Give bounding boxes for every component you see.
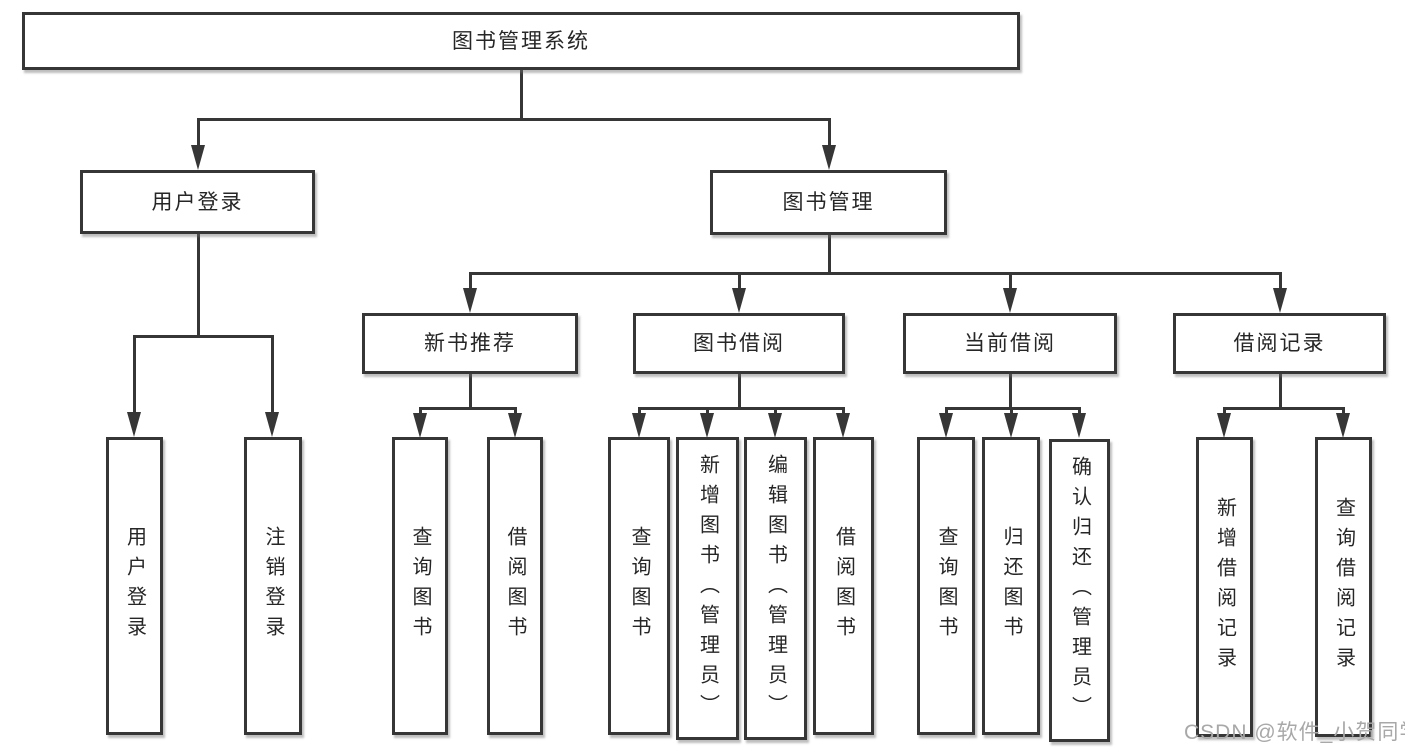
- connector-hline: [1223, 407, 1345, 410]
- connector-vline: [738, 373, 741, 407]
- leaf-logout-label: 注销登录: [262, 526, 284, 646]
- arrowhead-icon: [1072, 413, 1086, 438]
- arrowhead-icon: [1004, 413, 1018, 438]
- leaf-query-books-recommend: 查询图书: [392, 437, 448, 735]
- arrowhead-icon: [939, 413, 953, 438]
- connector-arrow-stem: [1078, 407, 1081, 415]
- arrowhead-icon: [1336, 413, 1350, 438]
- node-book-borrow: 图书借阅: [633, 313, 845, 374]
- connector-arrow-stem: [828, 118, 831, 147]
- arrowhead-icon: [732, 288, 746, 313]
- leaf-return-books-label: 归还图书: [1000, 526, 1022, 646]
- connector-arrow-stem: [1010, 407, 1013, 415]
- connector-arrow-stem: [1342, 407, 1345, 415]
- leaf-borrow-books-label: 借阅图书: [832, 526, 855, 646]
- node-book-management-label: 图书管理: [782, 191, 875, 214]
- node-borrow-records: 借阅记录: [1173, 313, 1386, 374]
- arrowhead-icon: [413, 413, 427, 438]
- leaf-user-login-label: 用户登录: [123, 526, 146, 646]
- connector-arrow-stem: [1279, 272, 1282, 290]
- connector-arrow-stem: [638, 407, 641, 415]
- node-borrow-records-label: 借阅记录: [1233, 332, 1326, 355]
- arrowhead-icon: [1273, 288, 1287, 313]
- connector-arrow-stem: [197, 118, 200, 147]
- connector-hline: [638, 407, 845, 410]
- connector-vline: [469, 373, 472, 407]
- node-book-borrow-label: 图书借阅: [693, 332, 785, 355]
- connector-vline: [1009, 373, 1012, 407]
- connector-hline: [419, 407, 516, 410]
- connector-arrow-stem: [1223, 407, 1226, 415]
- leaf-return-books: 归还图书: [982, 437, 1040, 735]
- leaf-borrow-books: 借阅图书: [813, 437, 874, 735]
- node-new-book-recommend: 新书推荐: [362, 313, 578, 374]
- node-root: 图书管理系统: [22, 12, 1020, 70]
- arrowhead-icon: [768, 413, 782, 438]
- leaf-borrow-books-recommend-label: 借阅图书: [504, 526, 526, 646]
- arrowhead-icon: [508, 413, 522, 438]
- arrowhead-icon: [836, 413, 850, 438]
- connector-arrow-stem: [774, 407, 777, 415]
- connector-arrow-stem: [133, 335, 136, 414]
- connector-arrow-stem: [469, 272, 472, 290]
- leaf-logout: 注销登录: [244, 437, 302, 735]
- arrowhead-icon: [127, 412, 141, 437]
- leaf-borrow-books-recommend: 借阅图书: [487, 437, 543, 735]
- arrowhead-icon: [463, 288, 477, 313]
- connector-arrow-stem: [419, 407, 422, 415]
- connector-arrow-stem: [945, 407, 948, 415]
- arrowhead-icon: [191, 145, 205, 170]
- node-new-book-recommend-label: 新书推荐: [424, 332, 516, 355]
- connector-hline: [470, 272, 1281, 275]
- leaf-add-books-admin-label: 新增图书（管理员）: [696, 453, 719, 724]
- connector-arrow-stem: [842, 407, 845, 415]
- node-user-login-label: 用户登录: [151, 190, 244, 214]
- leaf-add-books-admin: 新增图书（管理员）: [676, 437, 739, 740]
- connector-vline: [1279, 373, 1282, 407]
- connector-hline: [134, 335, 273, 338]
- leaf-edit-books-admin-label: 编辑图书（管理员）: [764, 453, 787, 724]
- node-root-label: 图书管理系统: [452, 29, 590, 53]
- watermark: CSDN @软件_小贺同学: [1184, 721, 1405, 744]
- arrowhead-icon: [265, 412, 279, 437]
- connector-arrow-stem: [1009, 272, 1012, 290]
- leaf-user-login: 用户登录: [106, 437, 163, 735]
- connector-arrow-stem: [738, 272, 741, 290]
- connector-arrow-stem: [706, 407, 709, 415]
- connector-vline: [197, 234, 200, 335]
- node-user-login: 用户登录: [80, 170, 315, 234]
- connector-arrow-stem: [271, 335, 274, 414]
- leaf-query-borrow-record-label: 查询借阅记录: [1332, 497, 1355, 677]
- connector-vline: [828, 235, 831, 272]
- arrowhead-icon: [700, 413, 714, 438]
- leaf-add-borrow-record: 新增借阅记录: [1196, 437, 1253, 737]
- arrowhead-icon: [1217, 413, 1231, 438]
- leaf-query-books-recommend-label: 查询图书: [409, 526, 431, 646]
- arrowhead-icon: [822, 145, 836, 170]
- arrowhead-icon: [632, 413, 646, 438]
- connector-vline: [520, 70, 523, 118]
- leaf-query-books-borrow-label: 查询图书: [628, 526, 650, 646]
- leaf-query-books-borrow: 查询图书: [608, 437, 670, 735]
- leaf-query-books-current: 查询图书: [917, 437, 975, 735]
- leaf-confirm-return-admin-label: 确认归还（管理员）: [1068, 455, 1091, 726]
- node-book-management: 图书管理: [710, 170, 947, 235]
- connector-arrow-stem: [514, 407, 517, 415]
- leaf-query-books-current-label: 查询图书: [935, 526, 957, 646]
- connector-hline: [198, 118, 831, 121]
- leaf-edit-books-admin: 编辑图书（管理员）: [744, 437, 807, 740]
- leaf-query-borrow-record: 查询借阅记录: [1315, 437, 1372, 737]
- leaf-add-borrow-record-label: 新增借阅记录: [1213, 497, 1236, 677]
- leaf-confirm-return-admin: 确认归还（管理员）: [1049, 439, 1110, 742]
- node-current-borrow-label: 当前借阅: [964, 332, 1056, 355]
- arrowhead-icon: [1003, 288, 1017, 313]
- node-current-borrow: 当前借阅: [903, 313, 1117, 374]
